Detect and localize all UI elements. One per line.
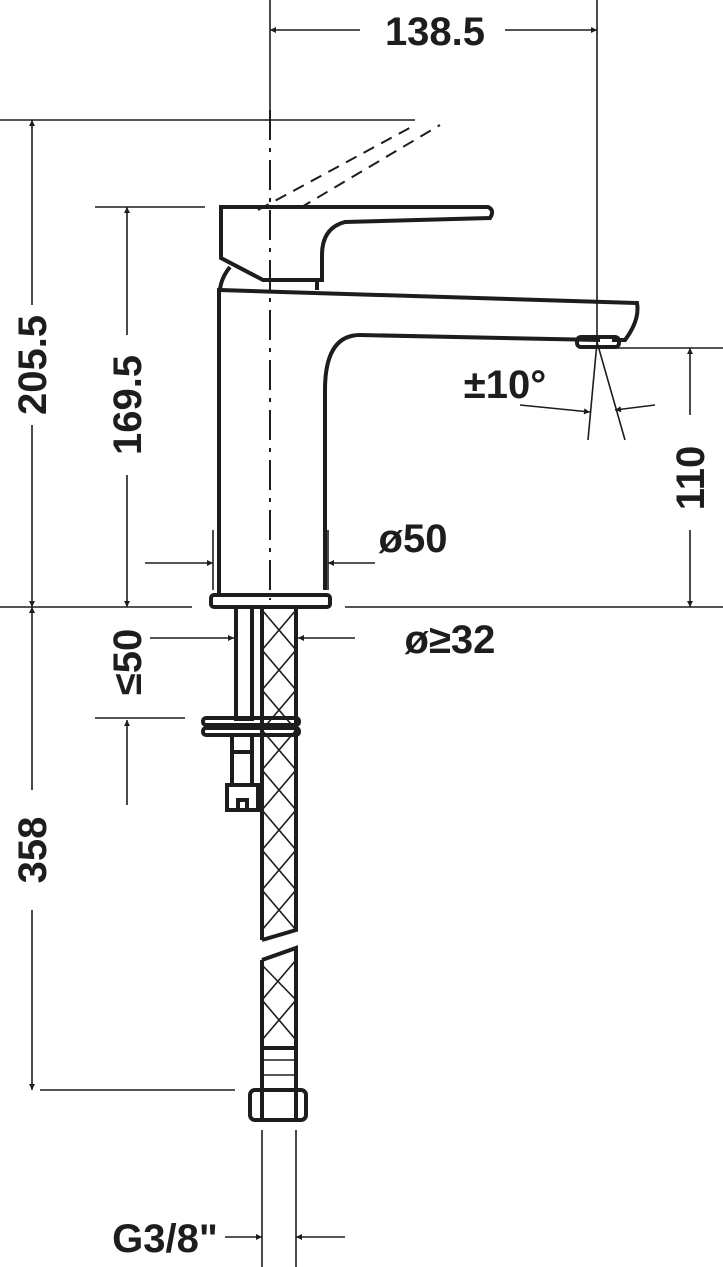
faucet-body bbox=[217, 287, 640, 595]
dim-hole-diameter: ø≥32 bbox=[405, 618, 496, 662]
dim-spout-reach: 138.5 bbox=[385, 10, 485, 54]
faucet-outline bbox=[209, 124, 640, 609]
dim-hose-length: 358 bbox=[11, 817, 55, 884]
base-plate bbox=[209, 593, 332, 609]
lever-handle bbox=[219, 205, 495, 282]
braided-hose bbox=[260, 607, 298, 1048]
installation-parts bbox=[201, 605, 308, 1122]
aerator bbox=[575, 335, 621, 349]
dim-deck-thickness: ≤50 bbox=[106, 629, 150, 695]
dim-body-height: 169.5 bbox=[106, 355, 150, 455]
dim-connection-thread: G3/8" bbox=[112, 1217, 218, 1261]
dim-body-diameter: ø50 bbox=[379, 517, 448, 561]
dim-spout-height: 110 bbox=[669, 446, 713, 511]
hose-nut bbox=[248, 1088, 308, 1122]
dim-total-height: 205.5 bbox=[11, 315, 55, 415]
dimension-lines bbox=[29, 27, 693, 1240]
dim-spray-angle: ±10° bbox=[464, 363, 546, 407]
